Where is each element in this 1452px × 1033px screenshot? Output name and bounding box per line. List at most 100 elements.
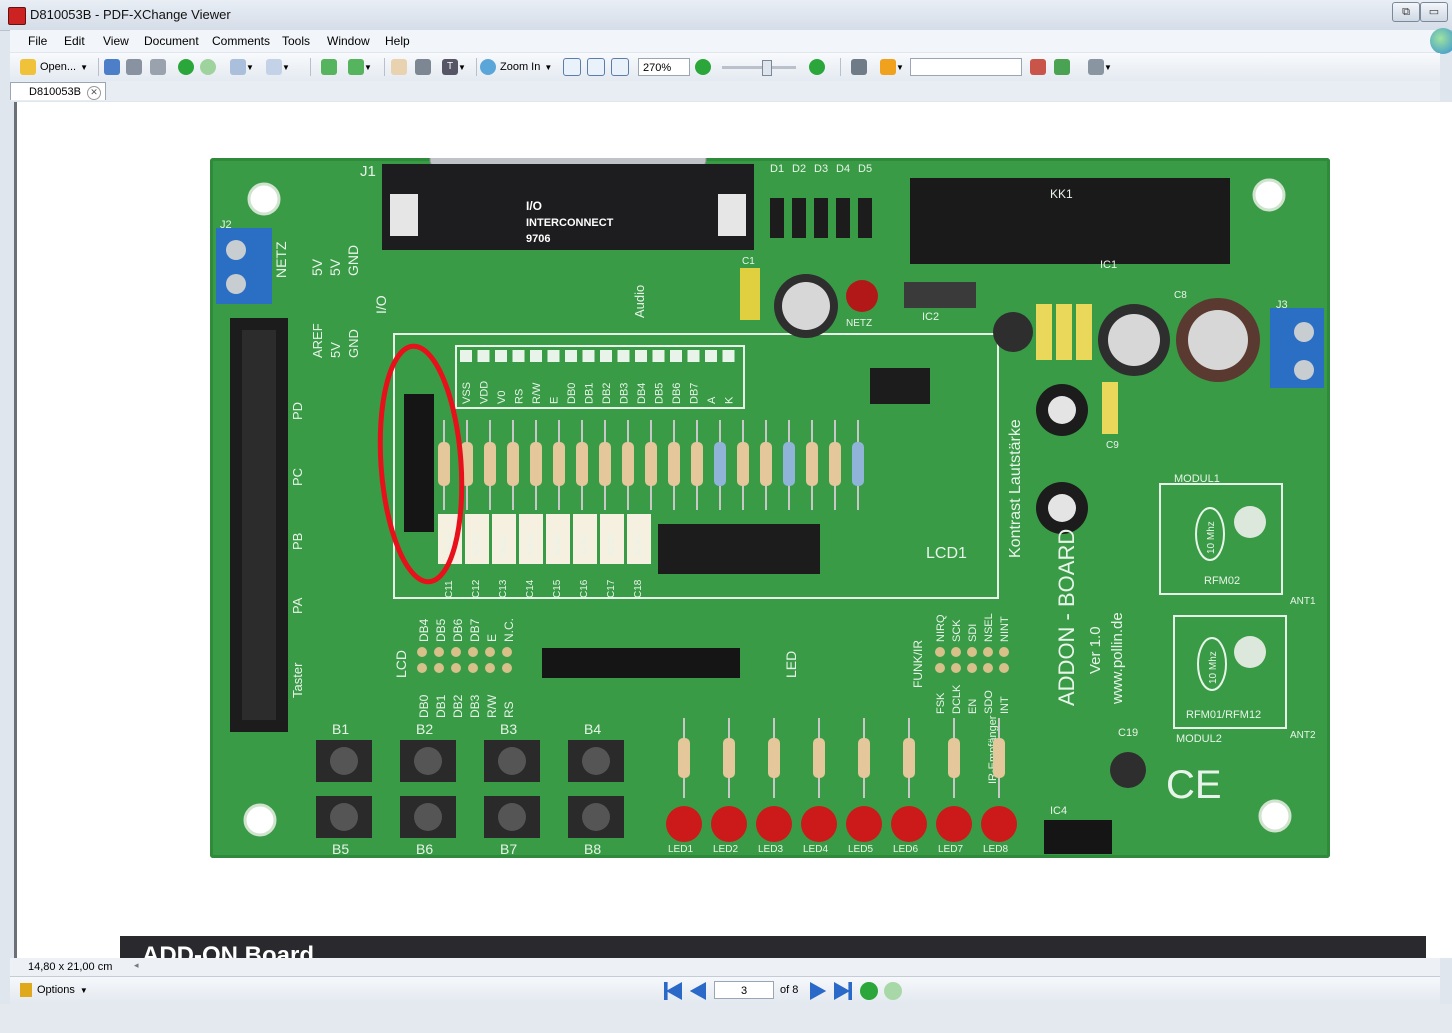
header-pin bbox=[502, 647, 512, 657]
diode bbox=[836, 198, 850, 238]
pwr2-label: GND bbox=[346, 329, 361, 358]
modul1-label: MODUL1 bbox=[1174, 473, 1220, 485]
back-button[interactable] bbox=[176, 57, 196, 77]
undo-button[interactable]: ▼ bbox=[226, 57, 258, 77]
j3-label: J3 bbox=[1276, 299, 1288, 311]
back-view-icon[interactable] bbox=[860, 982, 878, 1000]
forward-view-icon[interactable] bbox=[884, 982, 902, 1000]
fit-width-button[interactable] bbox=[610, 57, 630, 77]
next-page-icon[interactable] bbox=[810, 982, 827, 1000]
menu-file[interactable]: File bbox=[28, 34, 48, 48]
button-label: B7 bbox=[500, 841, 517, 857]
red-led bbox=[801, 806, 837, 842]
comment-button[interactable]: ▼ bbox=[876, 57, 908, 77]
last-page-icon[interactable] bbox=[834, 982, 852, 1000]
redo-button[interactable]: ▼ bbox=[262, 57, 294, 77]
push-button-cap bbox=[330, 747, 358, 775]
search-input[interactable] bbox=[910, 58, 1022, 76]
scroll-left-arrow[interactable]: ◂ bbox=[134, 960, 139, 970]
capacitor-label: C17 bbox=[606, 579, 617, 598]
find-prev-button[interactable] bbox=[1028, 57, 1048, 77]
header-pin bbox=[951, 663, 961, 673]
terminal-screw bbox=[1294, 360, 1314, 380]
led-resistor bbox=[768, 738, 780, 778]
capacitor-value: .33J63 bbox=[580, 533, 589, 558]
rotate-ccw-button[interactable] bbox=[318, 57, 340, 77]
lcd-pin-label: DB2 bbox=[601, 383, 613, 404]
menu-comments[interactable]: Comments bbox=[212, 34, 271, 48]
menu-view[interactable]: View bbox=[103, 34, 129, 48]
restore-button[interactable]: ⧉ bbox=[1392, 2, 1420, 22]
film-capacitor bbox=[492, 514, 516, 564]
maximize-button[interactable]: ▭ bbox=[1420, 2, 1448, 22]
lcd-header-label: LCD bbox=[393, 650, 409, 678]
lcd-pin-label: E bbox=[549, 397, 561, 404]
tab-document[interactable]: D810053B ✕ bbox=[10, 82, 106, 100]
chevron-down-icon: ▼ bbox=[544, 62, 553, 72]
film-capacitor bbox=[627, 514, 651, 564]
menu-document[interactable]: Document bbox=[144, 34, 199, 48]
document-viewport[interactable]: I/O INTERCONNECT 9706 J1 J2 NETZ J3 5V 5… bbox=[14, 102, 1452, 958]
options-button[interactable]: Options ▼ bbox=[20, 981, 96, 999]
ant1-label: ANT1 bbox=[1290, 596, 1316, 607]
header-pin bbox=[502, 663, 512, 673]
first-page-icon[interactable] bbox=[664, 982, 682, 1000]
zoom-in-plus-button[interactable] bbox=[806, 57, 828, 77]
forward-button[interactable] bbox=[198, 57, 218, 77]
button-label: B1 bbox=[332, 721, 349, 737]
save-button[interactable] bbox=[102, 57, 122, 77]
zoom-level-input[interactable]: 270% bbox=[638, 58, 690, 76]
led-label: LED1 bbox=[668, 844, 693, 855]
zoom-slider-track[interactable] bbox=[722, 66, 796, 69]
rf-module-dot bbox=[1234, 636, 1266, 668]
mounting-hole bbox=[247, 182, 281, 216]
lcd-header-pin-label: E bbox=[485, 634, 499, 642]
funk-pin-label: NIRQ bbox=[935, 614, 947, 642]
select-text-button[interactable]: T▼ bbox=[438, 57, 470, 77]
open-button[interactable]: Open... ▼ bbox=[20, 57, 94, 77]
header-pin bbox=[434, 647, 444, 657]
rf-module-dot bbox=[1234, 506, 1266, 538]
pwr2-label: AREF bbox=[310, 323, 325, 358]
board-url: www.pollin.de bbox=[1109, 612, 1126, 705]
resistor bbox=[783, 442, 795, 486]
film-capacitor bbox=[546, 514, 570, 564]
lcd-pin-pad bbox=[705, 350, 717, 362]
capacitor-label: C18 bbox=[633, 579, 644, 598]
lcd-pin-label: VSS bbox=[461, 382, 473, 404]
dsub-connector bbox=[382, 164, 754, 250]
capacitor-value: .33J63 bbox=[553, 533, 562, 558]
close-icon[interactable]: ✕ bbox=[87, 86, 101, 100]
email-button[interactable] bbox=[148, 57, 168, 77]
links-button[interactable] bbox=[848, 57, 870, 77]
zoom-slider-thumb[interactable] bbox=[762, 60, 772, 76]
resistor bbox=[576, 442, 588, 486]
resistor bbox=[484, 442, 496, 486]
zoom-out-button[interactable] bbox=[694, 57, 712, 77]
zoom-in-button[interactable]: Zoom In ▼ bbox=[480, 57, 556, 77]
lcd-pin-pad bbox=[565, 350, 577, 362]
actual-size-button[interactable] bbox=[562, 57, 582, 77]
rotate-cw-button[interactable]: ▼ bbox=[344, 57, 376, 77]
menu-help[interactable]: Help bbox=[385, 34, 410, 48]
print-button[interactable] bbox=[124, 57, 144, 77]
flag-icon bbox=[20, 983, 32, 997]
fit-page-button[interactable] bbox=[586, 57, 606, 77]
previous-page-icon[interactable] bbox=[689, 982, 706, 1000]
page-number-input[interactable]: 3 bbox=[714, 981, 774, 999]
settings-button[interactable]: ▼ bbox=[1082, 57, 1118, 77]
pcb-image: I/O INTERCONNECT 9706 J1 J2 NETZ J3 5V 5… bbox=[210, 117, 1330, 858]
menu-tools[interactable]: Tools bbox=[282, 34, 311, 48]
button-label: B4 bbox=[584, 721, 601, 737]
snapshot-button[interactable] bbox=[412, 57, 434, 77]
find-next-button[interactable] bbox=[1052, 57, 1072, 77]
menu-edit[interactable]: Edit bbox=[64, 34, 85, 48]
hand-tool-button[interactable] bbox=[388, 57, 410, 77]
led-label: LED8 bbox=[983, 844, 1008, 855]
lcd-pin-label: DB3 bbox=[619, 383, 631, 404]
taster-label: Taster bbox=[290, 662, 305, 698]
capacitor-value: 33K63 bbox=[445, 534, 454, 558]
film-capacitor bbox=[1036, 304, 1052, 360]
globe-icon[interactable] bbox=[1430, 28, 1452, 54]
menu-window[interactable]: Window bbox=[327, 34, 370, 48]
